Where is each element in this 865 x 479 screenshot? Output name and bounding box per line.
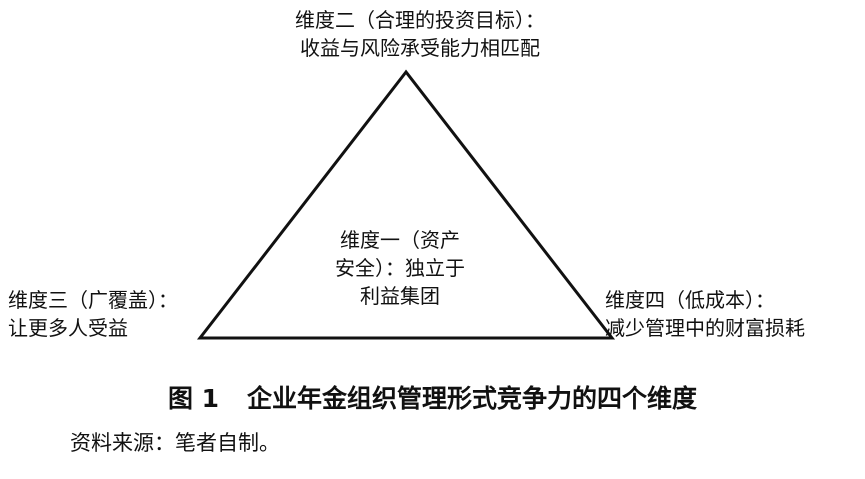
dimension-three-title: 维度三（广覆盖）：: [8, 288, 178, 312]
dimension-three-description: 让更多人受益: [8, 316, 128, 340]
triangle-outline: [196, 69, 616, 340]
dimension-two-description: 收益与风险承受能力相匹配: [300, 36, 540, 60]
dimension-one-line-1: 维度一（资产: [340, 228, 460, 252]
dimension-one-label: 维度一（资产 安全）：独立于 利益集团: [300, 226, 500, 310]
dimension-four-description: 减少管理中的财富损耗: [605, 316, 805, 340]
dimension-one-line-2: 安全）：独立于: [335, 256, 465, 280]
dimension-four-title: 维度四（低成本）：: [605, 288, 775, 312]
dimension-two-title: 维度二（合理的投资目标）：: [295, 8, 545, 32]
dimension-two-label: 维度二（合理的投资目标）： 收益与风险承受能力相匹配: [240, 6, 600, 62]
figure-title: 企业年金组织管理形式竞争力的四个维度: [247, 384, 698, 413]
dimension-four-label: 维度四（低成本）： 减少管理中的财富损耗: [605, 286, 860, 342]
dimension-one-line-3: 利益集团: [360, 284, 440, 308]
source-note: 资料来源：笔者自制。: [70, 431, 280, 455]
figure-number: 图 1: [167, 384, 220, 413]
dimension-three-label: 维度三（广覆盖）： 让更多人受益: [8, 286, 218, 342]
figure-caption: 图 1 企业年金组织管理形式竞争力的四个维度: [0, 382, 865, 416]
